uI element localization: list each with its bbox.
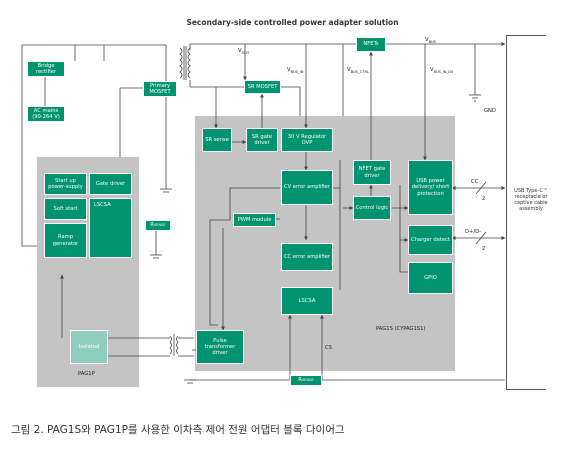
- primary-mosfet-block: Primary MOSFET: [143, 81, 177, 97]
- sr-mosfet-block: SR MOSFET: [244, 80, 281, 94]
- charger-detect-block: Charger detect: [408, 225, 453, 255]
- rsense-primary-sub: SENSE: [153, 223, 166, 228]
- dp-dm-label: D+/D-: [465, 229, 481, 235]
- gate-driver-block: Gate driver: [89, 173, 132, 195]
- vbus-in-sub: BUS_IN: [290, 70, 304, 75]
- soft-start-block: Soft start: [44, 198, 87, 220]
- isolated-block: Isolated: [70, 330, 108, 364]
- vbus-in-ds-label: VBUS_IN_DS: [430, 67, 453, 75]
- usb-pd-block: USB power delivery/ short protection: [408, 160, 453, 215]
- lscsa-secondary-block: LSCSA: [281, 287, 333, 315]
- vbus-ctrl-label: VBUS_CTRL: [347, 67, 369, 75]
- diagram-title: Secondary-side controlled power adapter …: [186, 18, 399, 27]
- control-logic-block: Control logic: [353, 196, 391, 220]
- vbus-in-label: VBUS_IN: [287, 67, 304, 75]
- vbus-ctrl-v: V: [347, 67, 351, 73]
- rsense-secondary-sub: SENSE: [301, 378, 314, 383]
- rsense-secondary-label: R: [298, 377, 302, 384]
- ramp-generator-block: Ramp generator: [44, 223, 87, 258]
- bus-width-data: 2: [482, 246, 486, 252]
- vbus-sub: BUS: [428, 40, 436, 45]
- rsense-primary-label: R: [150, 222, 154, 229]
- vbus-label: VBUS: [425, 37, 436, 45]
- nfet-gate-driver-block: NFET gate driver: [353, 160, 391, 185]
- cs-label: CS: [325, 345, 332, 351]
- bridge-rectifier-block: Bridge rectifier: [27, 61, 65, 77]
- vout-label: VOUT: [238, 48, 249, 56]
- vout-sub: OUT: [241, 51, 250, 56]
- gpio-block: GPIO: [408, 262, 453, 294]
- cc-error-amplifier-block: CC error amplifier: [281, 243, 333, 271]
- pag1p-label: PAG1P: [78, 371, 95, 377]
- regulator-block: 30 V Regulator OVP: [281, 128, 333, 152]
- pulse-transformer-driver-block: Pulse transformer driver: [196, 330, 244, 364]
- ac-mains-block: AC mains (90-264 V): [27, 106, 65, 122]
- vbus-in-v: V: [287, 67, 291, 73]
- lscsa-primary-block: LSCSA: [89, 198, 132, 258]
- bus-width-cc: 2: [482, 196, 486, 202]
- vout-v: V: [238, 48, 242, 54]
- cv-error-amplifier-block: CV error amplifier: [281, 170, 333, 205]
- pag1s-label: PAG1S (CYPAG1S1): [376, 326, 426, 332]
- sr-gate-driver-block: SR gate driver: [246, 128, 278, 152]
- sr-sense-block: SR sense: [202, 128, 232, 152]
- cc-label: CC: [471, 179, 479, 185]
- vbus-in-ds-v: V: [430, 67, 434, 73]
- vbus-in-ds-sub: BUS_IN_DS: [433, 70, 454, 75]
- nfets-block: NFETs: [356, 37, 386, 52]
- vbus-v: V: [425, 37, 429, 43]
- connector-label: USB Type-C™ receptacle or captive cable …: [514, 188, 548, 212]
- startup-power-block: Start up power-supply: [44, 173, 87, 195]
- usb-connector: [506, 35, 546, 390]
- pwm-module-block: PWM module: [233, 213, 276, 227]
- vbus-ctrl-sub: BUS_CTRL: [350, 70, 369, 75]
- gnd-label: GND: [484, 108, 496, 114]
- figure-caption: 그림 2. PAG1S와 PAG1P를 사용한 이차측 제어 전원 어댑터 블록…: [11, 424, 345, 436]
